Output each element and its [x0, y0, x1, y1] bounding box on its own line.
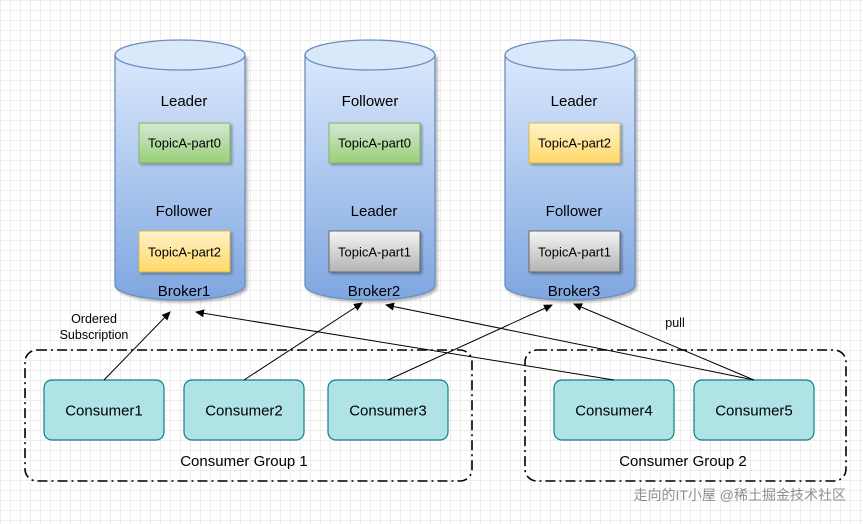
broker-2-bottom-partition-box: [328, 230, 421, 273]
arrow-consumer5-to-broker3: [573, 303, 755, 381]
consumer-2-label: Consumer2: [205, 403, 283, 420]
broker-2-top-partition: TopicA-part0: [338, 136, 411, 151]
ordered-subscription-label-line1: Ordered: [71, 312, 117, 326]
broker-3-bottom-partition: TopicA-part1: [538, 245, 611, 260]
consumer-1: Consumer1: [43, 379, 165, 441]
broker-3-bottom-partition-box: [528, 230, 621, 273]
arrow-consumer1-to-broker1: [103, 311, 171, 381]
broker-1-top-partition: TopicA-part0: [148, 136, 221, 151]
consumer-5-label: Consumer5: [715, 403, 793, 420]
broker-2: Follower TopicA-part0 Leader TopicA-part…: [304, 39, 436, 301]
ordered-subscription-label-line2: Subscription: [60, 328, 129, 342]
broker-3-top-role: Leader: [551, 93, 598, 110]
pull-label: pull: [665, 316, 684, 330]
consumer-group-2-box: [524, 349, 847, 482]
watermark-text: 走向的IT小屋 @稀土掘金技术社区: [633, 487, 846, 503]
consumer-2: Consumer2: [183, 379, 305, 441]
broker-1-top-partition-box: [138, 122, 231, 164]
broker-3-top-partition-box: [528, 122, 621, 164]
broker-2-top-role: Follower: [342, 93, 399, 110]
arrow-consumer4-to-broker1: [195, 309, 615, 381]
consumer-group-1-label: Consumer Group 1: [180, 453, 308, 470]
broker-3-name: Broker3: [548, 283, 601, 300]
consumer-group-2-label: Consumer Group 2: [619, 453, 747, 470]
arrow-consumer3-to-broker3: [387, 304, 553, 381]
broker-2-top-partition-box: [328, 122, 421, 164]
consumer-4-label: Consumer4: [575, 403, 653, 420]
arrow-consumer2-to-broker2: [243, 302, 363, 381]
broker-1-bottom-partition: TopicA-part2: [148, 245, 221, 260]
broker-3-bottom-role: Follower: [546, 203, 603, 220]
broker-2-bottom-partition: TopicA-part1: [338, 245, 411, 260]
broker-1-bottom-partition-box: [138, 230, 231, 273]
broker-3: Leader TopicA-part2 Follower TopicA-part…: [504, 39, 636, 301]
broker-1-top-role: Leader: [161, 93, 208, 110]
consumer-1-label: Consumer1: [65, 403, 143, 420]
broker-2-bottom-role: Leader: [351, 203, 398, 220]
consumer-group-1-box: [24, 349, 473, 482]
broker-1-bottom-role: Follower: [156, 203, 213, 220]
arrow-consumer5-to-broker2: [385, 302, 755, 381]
broker-3-top-partition: TopicA-part2: [538, 136, 611, 151]
broker-1: Leader TopicA-part0 Follower TopicA-part…: [114, 39, 246, 301]
broker-1-name: Broker1: [158, 283, 211, 300]
consumer-3: Consumer3: [327, 379, 449, 441]
consumer-4: Consumer4: [553, 379, 675, 441]
consumer-5: Consumer5: [693, 379, 815, 441]
consumer-3-label: Consumer3: [349, 403, 427, 420]
broker-2-name: Broker2: [348, 283, 401, 300]
